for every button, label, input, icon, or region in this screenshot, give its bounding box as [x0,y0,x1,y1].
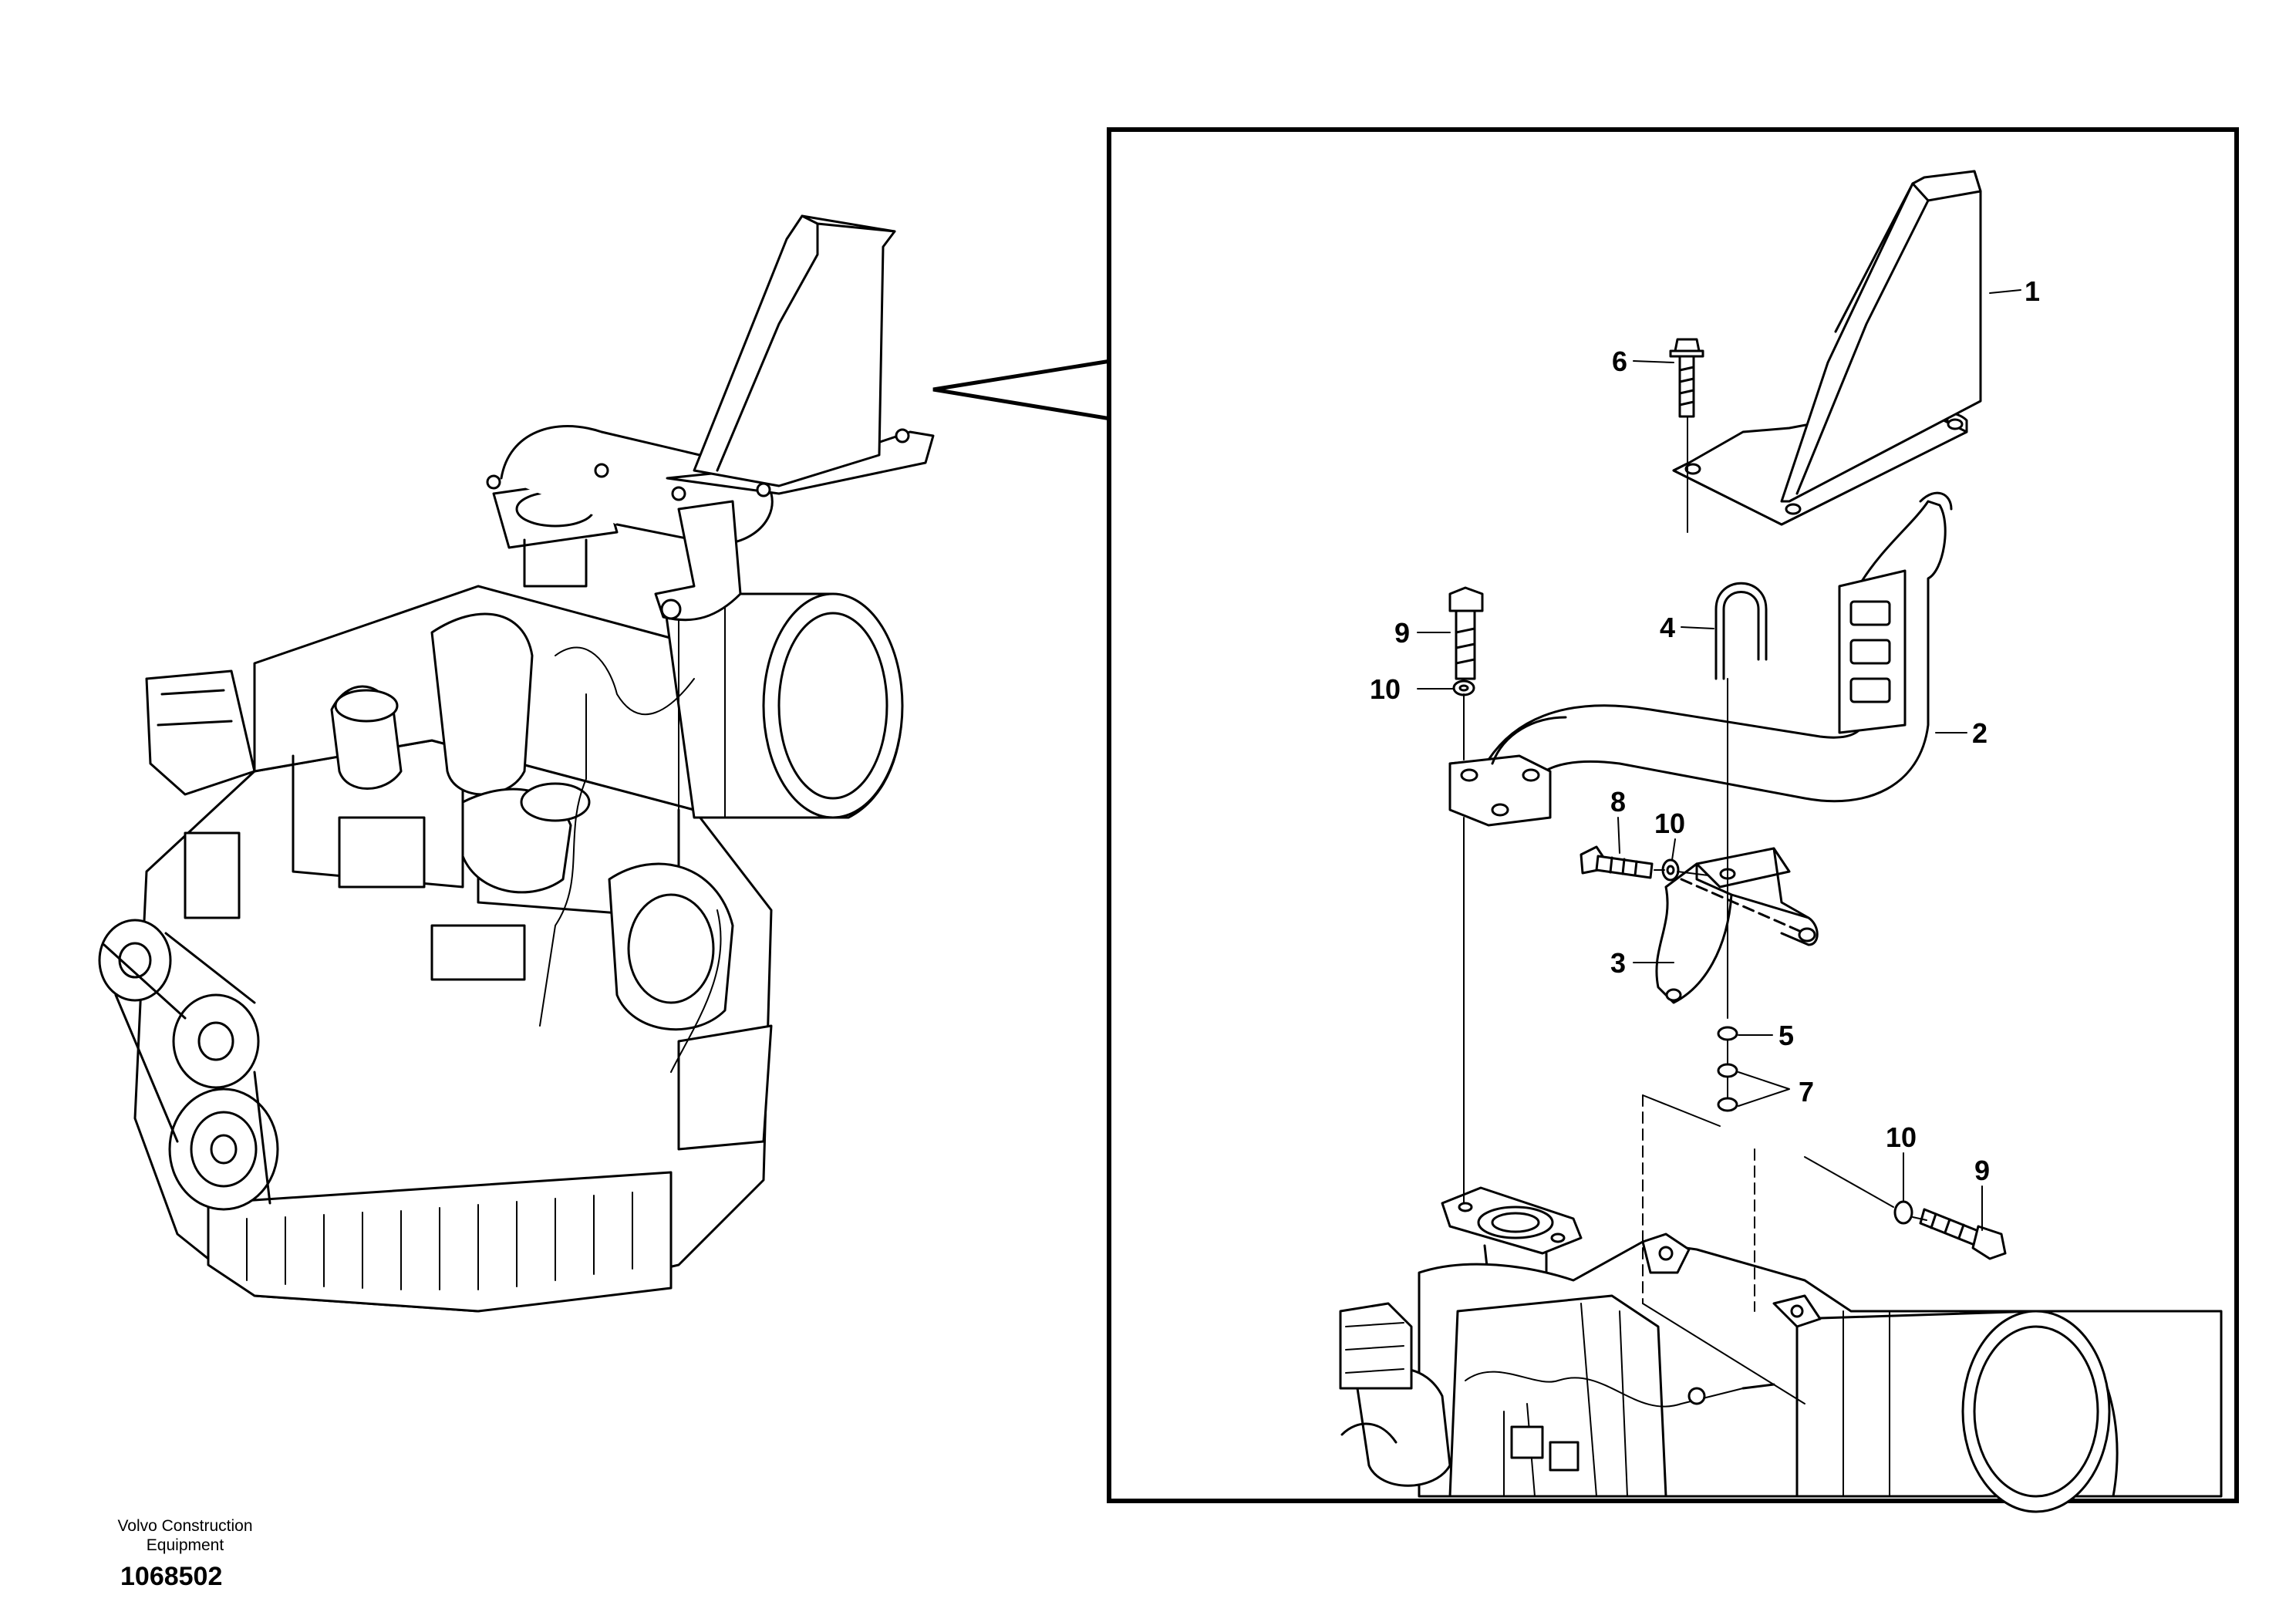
drawing-number: 1068502 [120,1562,223,1591]
bracket-3 [1655,847,1819,1004]
hidden-lines [1642,1094,1755,1312]
washer-5 [1717,1026,1738,1041]
callout-10-top: 10 [1370,673,1401,705]
washer-10-right [1893,1200,1913,1225]
detail-view [1339,170,2223,1513]
u-bolt [1714,582,1768,680]
rain-cap [1672,170,1982,526]
washer-7b [1717,1097,1738,1112]
callout-5: 5 [1778,1020,1794,1051]
turbo-flange [1441,1186,1583,1286]
callout-1: 1 [2025,275,2040,307]
leader-lines [1417,289,2021,1231]
washer-7a [1717,1063,1738,1078]
brand-line-1: Volvo Construction [117,1517,253,1535]
callout-10-right: 10 [1886,1121,1917,1153]
callout-6: 6 [1612,346,1627,377]
assembly-lines [1463,416,1927,1404]
bolt-9-right [1919,1208,2007,1260]
callout-7: 7 [1799,1076,1814,1108]
bolt-8 [1580,845,1654,879]
detail-frame [1107,127,2239,1503]
exhaust-pipe [1448,491,1953,827]
callout-9-top: 9 [1394,617,1410,649]
brand-line-2: Equipment [146,1536,224,1554]
bolt-6 [1669,338,1704,418]
engine-section-detail [1339,1233,2223,1513]
callout-2: 2 [1972,717,1988,749]
callout-8: 8 [1610,786,1626,818]
bolt-9-top [1448,586,1484,680]
callout-10-mid: 10 [1654,808,1685,839]
callout-labels: 1 6 9 10 4 2 8 10 3 5 7 10 9 [1370,275,2040,1186]
brand-label: Volvo Construction Equipment [93,1516,278,1555]
callout-4: 4 [1660,612,1675,643]
callout-9-right: 9 [1974,1155,1990,1186]
callout-3: 3 [1610,947,1626,979]
engine-overview [98,214,935,1313]
zoom-pointer [932,359,1111,421]
